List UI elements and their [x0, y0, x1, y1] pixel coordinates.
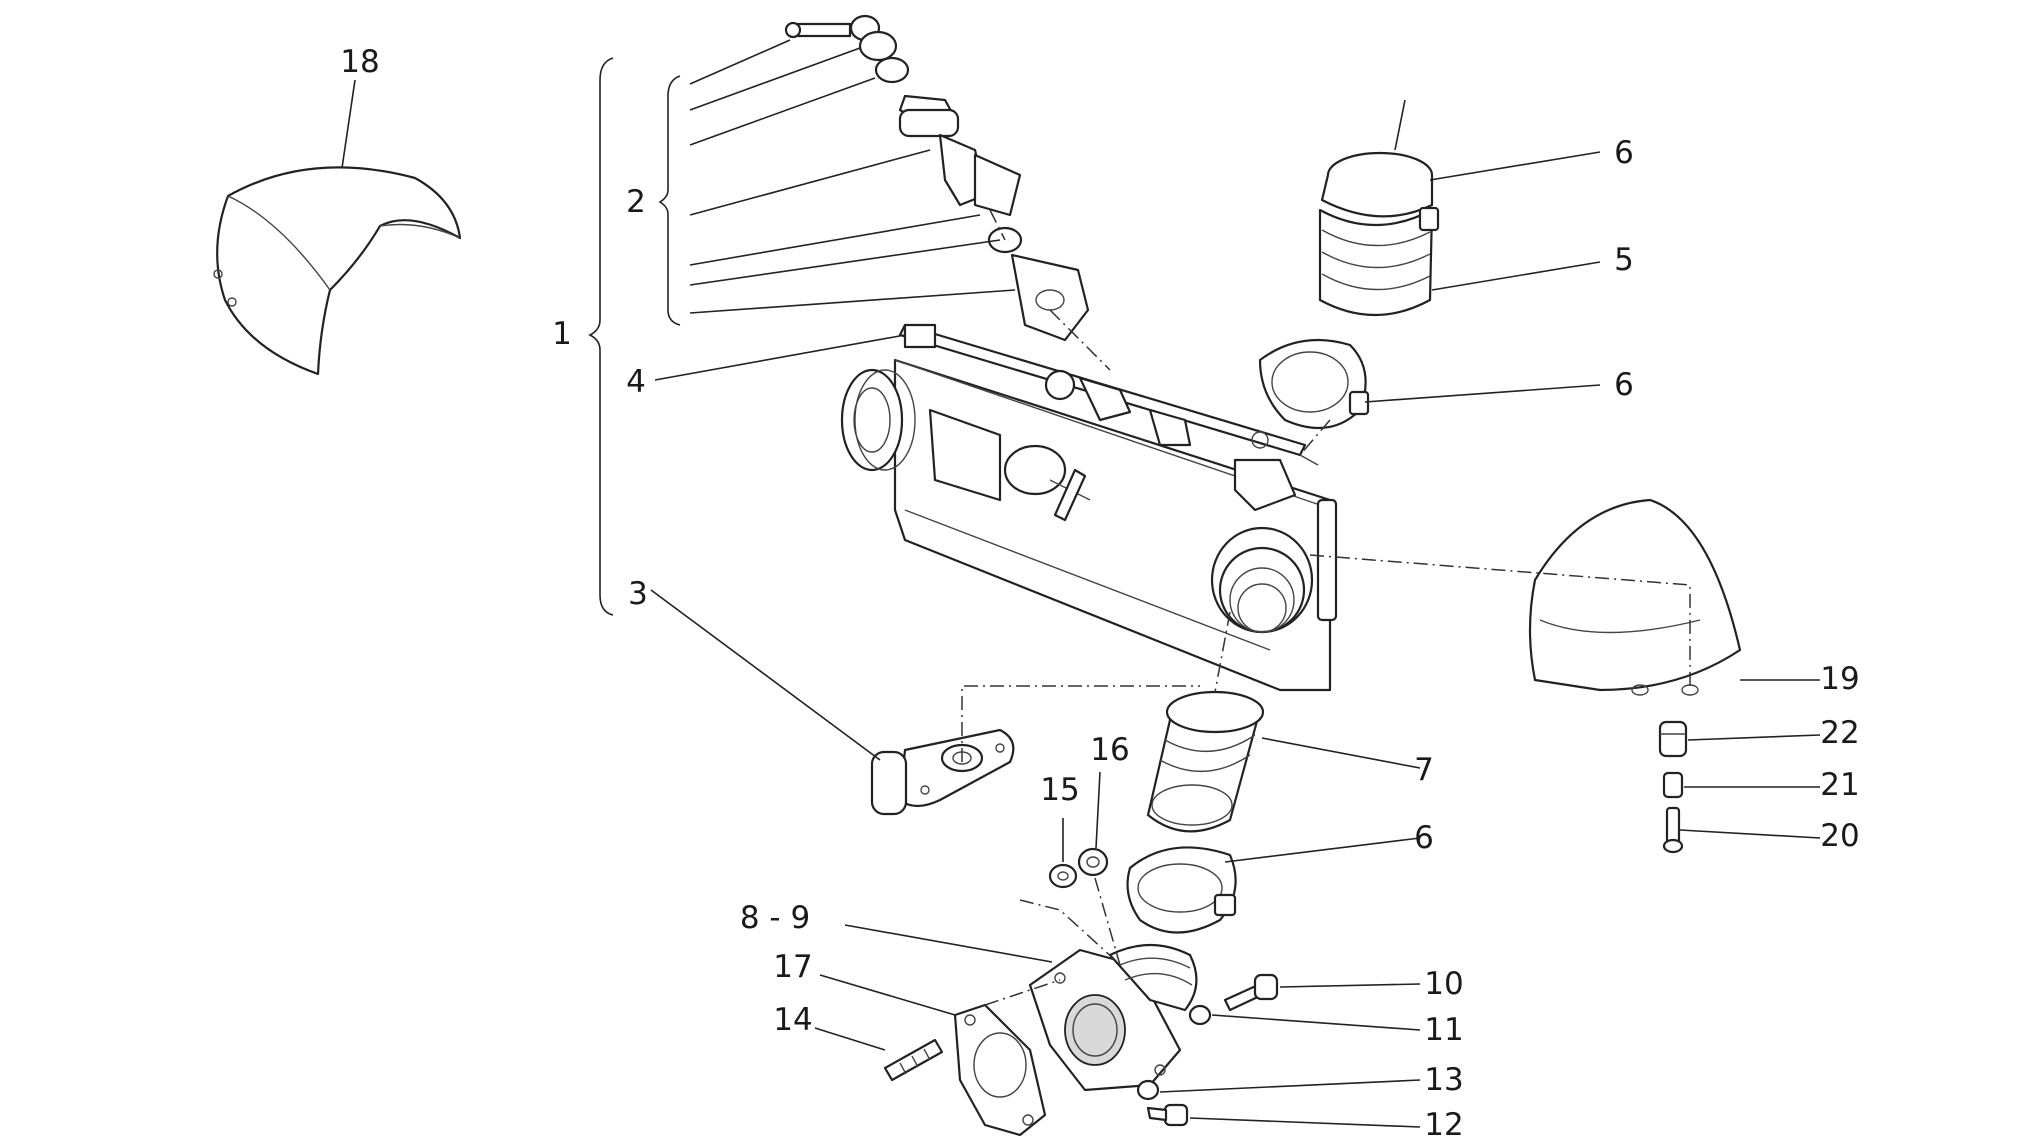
label-5: 5 — [1614, 242, 1634, 278]
parts-6-7-lower-sleeve — [1126, 690, 1265, 934]
label-11: 11 — [1424, 1012, 1463, 1048]
part-19-cover — [1528, 498, 1742, 696]
label-7: 7 — [1414, 752, 1434, 788]
label-14: 14 — [773, 1002, 812, 1038]
part-17-gasket — [953, 1003, 1047, 1137]
label-15: 15 — [1040, 772, 1079, 808]
label-12: 12 — [1424, 1107, 1463, 1140]
part-2-injector — [784, 14, 1111, 371]
part-18-cover — [213, 166, 462, 376]
brackets — [588, 57, 681, 616]
label-17: 17 — [773, 949, 812, 985]
label-20: 20 — [1820, 818, 1859, 854]
label-6-middle: 6 — [1614, 367, 1634, 403]
part-3-sensor — [870, 728, 1015, 816]
label-2: 2 — [626, 184, 646, 220]
label-19: 19 — [1820, 661, 1859, 697]
label-13: 13 — [1424, 1062, 1463, 1098]
parts-8-9-manifold — [1028, 943, 1198, 1092]
parts-5-6-upper-hose — [1258, 151, 1440, 430]
label-18: 18 — [340, 44, 379, 80]
label-21: 21 — [1820, 767, 1859, 803]
leader-lines — [341, 39, 1821, 1128]
parts-15-16-nuts — [1048, 847, 1109, 889]
parts-20-22-hardware — [1658, 720, 1688, 854]
label-3: 3 — [628, 576, 648, 612]
part-labels: 18 1 2 4 3 6 5 6 19 22 21 20 7 6 15 16 8… — [340, 44, 1859, 1140]
label-6-lower: 6 — [1414, 820, 1434, 856]
label-6-top: 6 — [1614, 135, 1634, 171]
label-16: 16 — [1090, 732, 1129, 768]
parts-10-13-bolts — [1136, 973, 1279, 1127]
part-1-throttle-body — [840, 323, 1338, 692]
label-8-9: 8 - 9 — [740, 900, 810, 936]
label-4: 4 — [626, 364, 646, 400]
label-22: 22 — [1820, 715, 1859, 751]
part-14-stud — [883, 1038, 944, 1082]
center-lines — [961, 419, 1691, 1006]
label-10: 10 — [1424, 966, 1463, 1002]
label-1: 1 — [552, 316, 572, 352]
